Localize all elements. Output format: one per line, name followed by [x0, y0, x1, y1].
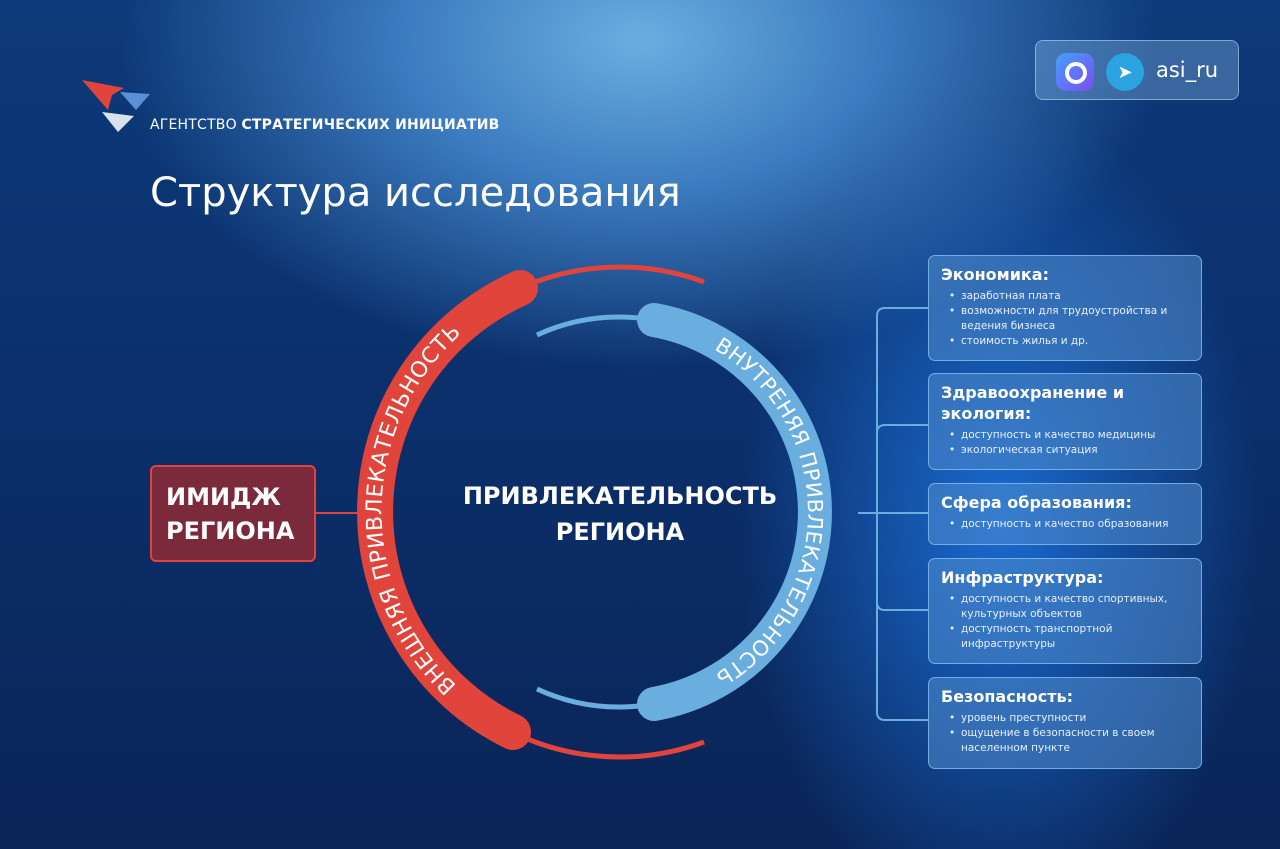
card-item: заработная плата: [949, 289, 1189, 304]
card-item: доступность и качество образования: [949, 517, 1189, 532]
center-label: ПРИВЛЕКАТЕЛЬНОСТЬ РЕГИОНА: [450, 478, 790, 550]
card-education: Сфера образования: доступность и качеств…: [928, 483, 1202, 545]
center-line2: РЕГИОНА: [555, 518, 685, 546]
bracket-lines: [858, 307, 928, 721]
page-title: Структура исследования: [150, 170, 681, 216]
card-item: доступность и качество спортивных, культ…: [949, 592, 1189, 622]
inner-arc-thick: [637, 303, 832, 721]
card-infrastructure: Инфраструктура: доступность и качество с…: [928, 558, 1202, 664]
outer-arc-thick: [357, 270, 538, 750]
center-line1: ПРИВЛЕКАТЕЛЬНОСТЬ: [462, 482, 778, 510]
card-title: Сфера образования:: [941, 493, 1132, 512]
card-item: уровень преступности: [949, 711, 1189, 726]
social-handle[interactable]: asi_ru: [1156, 58, 1219, 82]
card-safety: Безопасность: уровень преступностиощущен…: [928, 677, 1202, 769]
card-health: Здравоохранение и экология: доступность …: [928, 373, 1202, 470]
card-title: Безопасность:: [941, 687, 1073, 706]
logo-bold: СТРАТЕГИЧЕСКИХ ИНИЦИАТИВ: [241, 117, 500, 133]
card-item: экологическая ситуация: [949, 443, 1189, 458]
card-item: ощущение в безопасности в своем населенн…: [949, 726, 1189, 756]
logo-text: АГЕНТСТВО СТРАТЕГИЧЕСКИХ ИНИЦИАТИВ: [150, 117, 500, 133]
social-links[interactable]: ➤ asi_ru: [1035, 40, 1239, 100]
card-title: Инфраструктура:: [941, 568, 1104, 587]
card-item: стоимость жилья и др.: [949, 334, 1189, 349]
max-messenger-icon[interactable]: [1056, 53, 1094, 91]
card-item: доступность транспортной инфраструктуры: [949, 622, 1189, 652]
telegram-icon[interactable]: ➤: [1106, 53, 1144, 91]
image-box-line2: РЕГИОНА: [166, 516, 295, 545]
logo-light: АГЕНТСТВО: [150, 117, 237, 133]
region-image-box: ИМИДЖ РЕГИОНА: [150, 465, 316, 562]
card-item: доступность и качество медицины: [949, 428, 1189, 443]
card-item: возможности для трудоустройства и ведени…: [949, 304, 1189, 334]
card-title: Здравоохранение и экология:: [941, 383, 1125, 423]
image-box-line1: ИМИДЖ: [166, 482, 281, 511]
card-title: Экономика:: [941, 265, 1049, 284]
asi-logo-icon: [82, 80, 150, 132]
card-economy: Экономика: заработная платавозможности д…: [928, 255, 1202, 361]
